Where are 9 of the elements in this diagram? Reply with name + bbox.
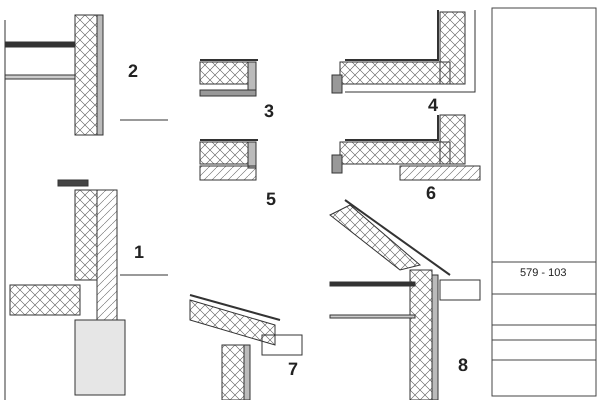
- detail-number: 8: [458, 356, 468, 374]
- detail-number: 3: [264, 102, 274, 120]
- detail-number: 2: [128, 62, 138, 80]
- detail-number: 4: [428, 96, 438, 114]
- detail-number: 6: [426, 184, 436, 202]
- detail-number: 1: [134, 243, 144, 261]
- detail-number: 7: [288, 360, 298, 378]
- detail-number: 5: [266, 190, 276, 208]
- drawing-number: 579 - 103: [520, 268, 566, 279]
